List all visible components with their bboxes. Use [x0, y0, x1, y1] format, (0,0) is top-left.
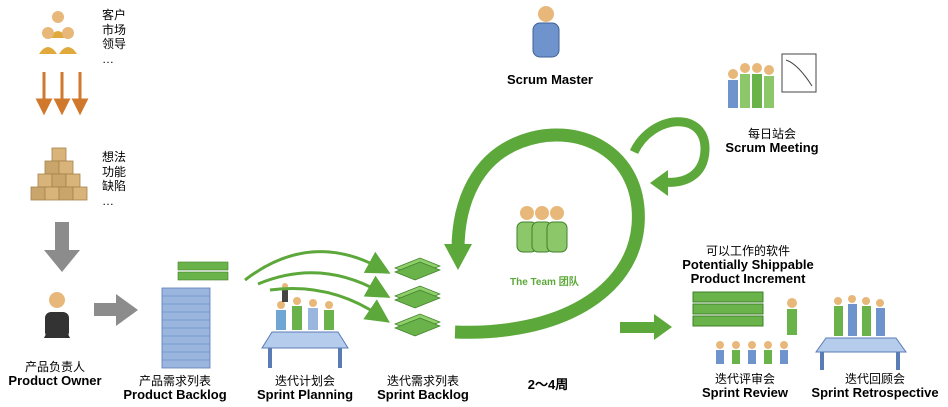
sprint-backlog-icon: [394, 257, 441, 337]
input-item: …: [102, 193, 114, 208]
gray-right-arrow: [94, 294, 138, 326]
daily-scrum-arrowhead: [650, 170, 668, 196]
sprint-review-cn: 迭代评审会: [714, 372, 775, 386]
duration-text: 2～4周: [527, 377, 569, 392]
increment-en1: Potentially Shippable: [682, 257, 814, 272]
product-backlog-label: 产品需求列表 Product Backlog: [115, 374, 235, 402]
stakeholder-item: …: [102, 51, 114, 66]
team-cn: 团队: [558, 277, 579, 288]
increment-label: 可以工作的软件 Potentially Shippable Product In…: [668, 244, 828, 286]
stakeholders-list: 客户 市场 领导 …: [102, 8, 126, 66]
increment-arrow: [620, 314, 672, 340]
team-icon: [516, 206, 568, 253]
sprint-planning-en: Sprint Planning: [256, 387, 354, 402]
product-backlog-en: Product Backlog: [123, 387, 227, 402]
sprint-review-label: 迭代评审会 Sprint Review: [690, 372, 800, 400]
scrum-master-text: Scrum Master: [507, 72, 593, 87]
sprint-retrospective-icon: [815, 295, 907, 370]
sprint-planning-cn: 迭代计划会: [274, 374, 335, 388]
increment-en2: Product Increment: [690, 271, 806, 286]
sprint-review-en: Sprint Review: [702, 385, 788, 400]
scrum-meeting-cn: 每日站会: [747, 127, 796, 141]
sprint-backlog-label: 迭代需求列表 Sprint Backlog: [363, 374, 483, 402]
sprint-planning-icon: [261, 283, 349, 368]
sprint-retrospective-cn: 迭代回顾会: [844, 372, 905, 386]
product-increment-icon: [692, 291, 797, 335]
stakeholder-item: 客户: [102, 8, 127, 22]
product-owner-cn: 产品负责人: [24, 360, 85, 374]
product-owner-label: 产品负责人 Product Owner: [0, 360, 110, 388]
sprint-cycle-arrow: [451, 128, 645, 339]
sprint-planning-label: 迭代计划会 Sprint Planning: [245, 374, 365, 402]
input-item: 缺陷: [102, 179, 127, 193]
scrum-meeting-en: Scrum Meeting: [725, 140, 819, 155]
sprint-duration: 2～4周: [518, 378, 578, 392]
team-label: The Team 团队: [510, 276, 579, 290]
stakeholder-item: 市场: [102, 22, 127, 37]
team-en: The Team: [510, 277, 556, 288]
planning-flow-arrows: [244, 250, 391, 323]
product-backlog-cn: 产品需求列表: [138, 374, 211, 388]
gray-down-arrow: [44, 222, 80, 272]
increment-cn: 可以工作的软件: [705, 244, 790, 258]
sprint-retrospective-en: Sprint Retrospective: [811, 385, 939, 400]
boxes-icon: [30, 147, 88, 201]
scrum-master-icon: [532, 6, 560, 58]
inputs-list: 想法 功能 缺陷 …: [102, 150, 126, 208]
input-item: 功能: [102, 164, 127, 179]
stakeholder-item: 领导: [102, 37, 127, 51]
sprint-cycle-arrowhead: [444, 244, 472, 270]
sprint-backlog-en: Sprint Backlog: [377, 387, 469, 402]
product-owner-en: Product Owner: [8, 373, 102, 388]
scrum-master-label: Scrum Master: [495, 73, 605, 87]
stakeholders-icon: [39, 11, 77, 54]
scrum-meeting-icon: [728, 53, 817, 108]
input-item: 想法: [102, 150, 127, 164]
scrum-meeting-label: 每日站会 Scrum Meeting: [712, 127, 832, 155]
sprint-review-icon: [716, 341, 788, 364]
sprint-retrospective-label: 迭代回顾会 Sprint Retrospective: [804, 372, 946, 400]
product-backlog-icon: [161, 261, 229, 369]
sprint-backlog-cn: 迭代需求列表: [386, 374, 459, 388]
daily-scrum-loop: [629, 117, 710, 187]
product-owner-icon: [44, 292, 70, 338]
orange-arrows: [35, 72, 89, 116]
